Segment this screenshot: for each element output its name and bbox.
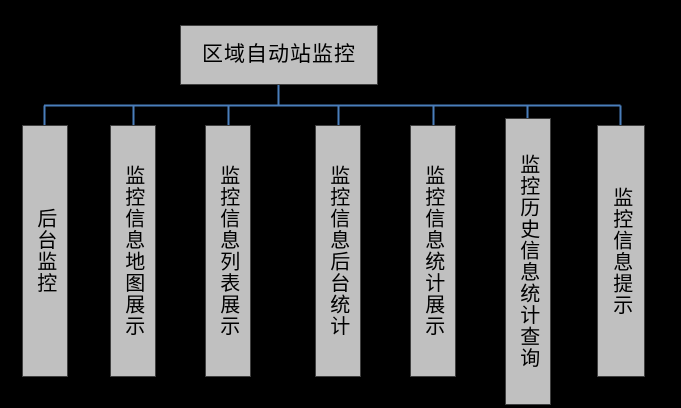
node-child-map-display[interactable]: 监控信息地图展示	[110, 125, 156, 377]
node-child-monitoring-alert[interactable]: 监控信息提示	[597, 125, 645, 377]
node-child-backend-monitoring[interactable]: 后台监控	[22, 125, 68, 377]
node-child-backend-statistics[interactable]: 监控信息后台统计	[315, 125, 361, 377]
node-child-list-display[interactable]: 监控信息列表展示	[205, 125, 251, 377]
node-child-statistics-display[interactable]: 监控信息统计展示	[410, 125, 456, 377]
node-root[interactable]: 区域自动站监控	[180, 25, 378, 85]
node-child-history-statistics-query[interactable]: 监控历史信息统计查询	[505, 118, 551, 405]
